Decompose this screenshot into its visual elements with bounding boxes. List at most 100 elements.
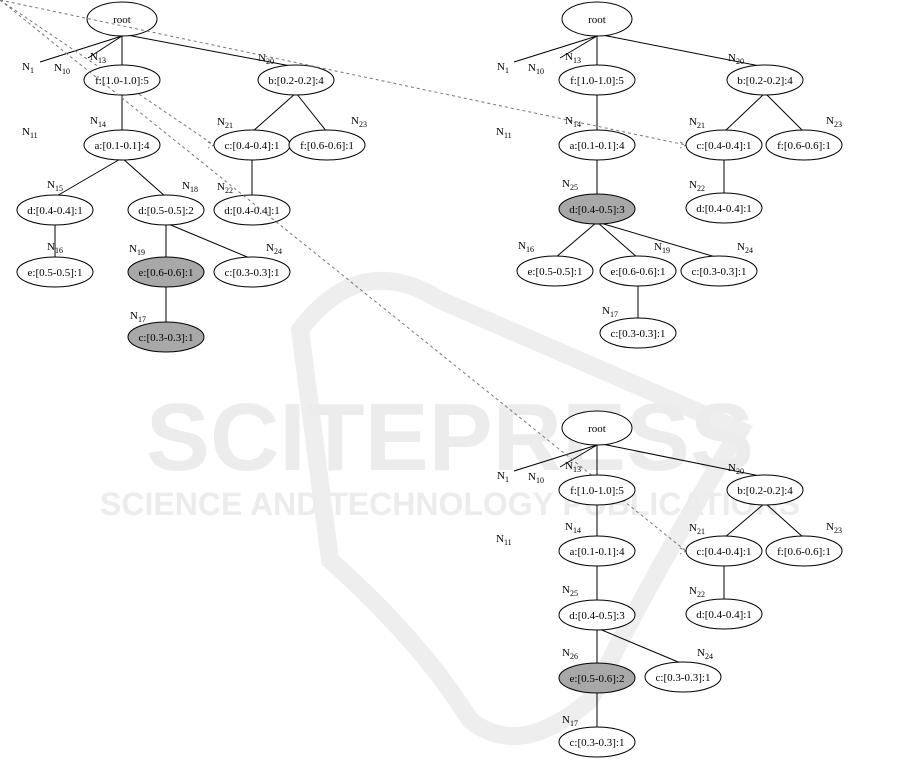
node-ellipse <box>83 129 161 161</box>
tree-edge <box>554 221 598 259</box>
side-node-label: N1 <box>22 61 34 75</box>
watermark-subtitle: SCIENCE AND TECHNOLOGY PUBLICATIONS <box>100 486 800 522</box>
node-ellipse <box>83 64 161 96</box>
tree-node: c:[0.3-0.3]:1 <box>558 726 636 758</box>
node-text: e:[0.5-0.5]:1 <box>28 267 83 279</box>
node-ellipse <box>561 410 633 446</box>
node-ellipse <box>213 256 291 288</box>
node-ellipse <box>558 193 636 225</box>
node-ellipse <box>726 64 804 96</box>
node-ellipse <box>127 321 205 353</box>
node-text: f:[1.0-1.0]:5 <box>95 75 149 87</box>
node-text: f:[1.0-1.0]:5 <box>570 485 624 497</box>
side-node-label: N1 <box>497 61 509 75</box>
node-text: root <box>588 423 606 435</box>
node-text: c:[0.4-0.4]:1 <box>697 140 752 152</box>
node-text: b:[0.2-0.2]:4 <box>737 75 793 87</box>
tree-node: f:[1.0-1.0]:5 <box>558 64 636 96</box>
node-text: c:[0.3-0.3]:1 <box>692 266 747 278</box>
node-id-label: N16 <box>518 240 534 254</box>
side-node-label: N10 <box>54 62 70 76</box>
node-id-label: N20 <box>728 52 744 66</box>
node-text: d:[0.4-0.4]:1 <box>696 203 752 215</box>
node-ellipse <box>561 1 633 37</box>
node-ellipse <box>680 255 758 287</box>
node-id-label: N21 <box>217 116 233 130</box>
side-edge <box>513 444 598 472</box>
side-edge <box>87 35 123 59</box>
node-text: f:[0.6-0.6]:1 <box>300 140 354 152</box>
node-id-label: N14 <box>565 115 581 129</box>
node-text: d:[0.4-0.4]:1 <box>224 205 280 217</box>
side-edge <box>559 35 598 59</box>
node-id-label: N25 <box>562 584 578 598</box>
node-text: f:[0.6-0.6]:1 <box>777 140 831 152</box>
node-id-label: N14 <box>565 521 581 535</box>
node-ellipse <box>558 474 636 506</box>
tree-node: f:[0.6-0.6]:1 <box>765 129 843 161</box>
node-text: f:[1.0-1.0]:5 <box>570 75 624 87</box>
node-ellipse <box>257 64 335 96</box>
node-text: d:[0.4-0.5]:3 <box>569 204 625 216</box>
tree-edge <box>121 33 297 68</box>
tree-diagrams: root f:[1.0-1.0]:5 N13 b:[0.2-0.2]:4 N20 a:[0… <box>0 0 843 758</box>
node-ellipse <box>86 1 158 37</box>
node-id-label: N17 <box>602 305 618 319</box>
tree-node: d:[0.4-0.4]:1 <box>213 194 291 226</box>
tree-edge <box>723 502 766 539</box>
node-id-label: N23 <box>826 521 842 535</box>
node-link-dashed <box>0 0 687 552</box>
node-id-label: N22 <box>689 179 705 193</box>
node-text: d:[0.5-0.5]:2 <box>138 205 194 217</box>
side-edge <box>559 444 598 468</box>
tree-node: c:[0.4-0.4]:1 <box>685 129 763 161</box>
node-id-label: N18 <box>182 180 198 194</box>
tree-edge <box>165 222 253 260</box>
tree-node: f:[1.0-1.0]:5 <box>558 474 636 506</box>
node-id-label: N23 <box>351 115 367 129</box>
side-node-label: N11 <box>496 126 512 140</box>
tree-edge <box>764 92 805 133</box>
tree-node: c:[0.3-0.3]:1 <box>680 255 758 287</box>
node-text: e:[0.5-0.6]:2 <box>570 673 625 685</box>
tree-edge <box>596 221 720 259</box>
root-node: root <box>86 1 158 37</box>
node-text: f:[0.6-0.6]:1 <box>777 546 831 558</box>
tree-node: f:[1.0-1.0]:5 <box>83 64 161 96</box>
node-link-arrow <box>679 141 688 149</box>
node-link-dashed <box>0 0 687 146</box>
tree-edge <box>121 157 167 198</box>
node-id-label: N24 <box>737 241 753 255</box>
node-ellipse <box>685 535 763 567</box>
node-ellipse <box>558 129 636 161</box>
node-text: e:[0.6-0.6]:1 <box>611 266 666 278</box>
tree-node: f:[0.6-0.6]:1 <box>288 129 366 161</box>
node-text: c:[0.4-0.4]:1 <box>225 140 280 152</box>
tree-node: b:[0.2-0.2]:4 <box>726 474 804 506</box>
tree-node: d:[0.4-0.4]:1 <box>16 194 94 226</box>
root-node: root <box>561 410 633 446</box>
node-ellipse <box>16 256 94 288</box>
node-ellipse <box>685 598 763 630</box>
node-id-label: N24 <box>266 242 282 256</box>
node-id-label: N13 <box>565 51 581 65</box>
node-ellipse <box>558 662 636 694</box>
node-ellipse <box>599 317 677 349</box>
node-id-label: N15 <box>47 179 63 193</box>
node-id-label: N21 <box>689 522 705 536</box>
node-ellipse <box>288 129 366 161</box>
node-text: b:[0.2-0.2]:4 <box>737 485 793 497</box>
tree-node: b:[0.2-0.2]:4 <box>726 64 804 96</box>
node-ellipse <box>726 474 804 506</box>
node-ellipse <box>16 194 94 226</box>
tree-node: c:[0.3-0.3]:1 <box>127 321 205 353</box>
node-ellipse <box>558 64 636 96</box>
watermark: SCITEPRESS SCIENCE AND TECHNOLOGY PUBLIC… <box>100 271 800 745</box>
node-id-label: N26 <box>562 647 578 661</box>
tree-before: rootf:[1.0-1.0]:5N13b:[0.2-0.2]:4N20a:[0… <box>0 0 367 353</box>
node-ellipse <box>558 726 636 758</box>
side-node-label: N10 <box>528 62 544 76</box>
node-ellipse <box>558 535 636 567</box>
node-text: a:[0.1-0.1]:4 <box>570 140 625 152</box>
